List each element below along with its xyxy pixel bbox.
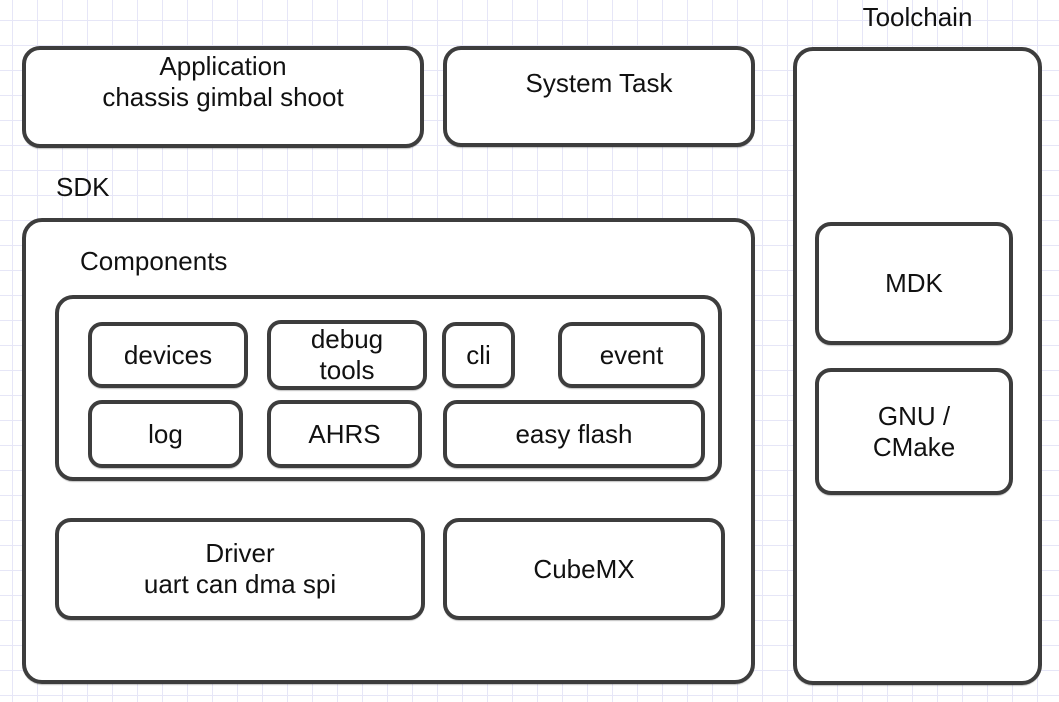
- easy-flash-label: easy flash: [515, 418, 633, 449]
- application-title: Application: [159, 51, 287, 81]
- easy-flash-box: easy flash: [443, 400, 705, 468]
- application-box: Application chassis gimbal shoot: [22, 46, 424, 148]
- driver-box: Driver uart can dma spi: [55, 518, 425, 620]
- event-box: event: [558, 322, 705, 388]
- cmake-label: CMake: [872, 431, 956, 462]
- application-subtitle: chassis gimbal shoot: [102, 82, 344, 112]
- components-label: Components: [80, 246, 228, 276]
- cli-label: cli: [466, 339, 491, 370]
- gnu-label: GNU /: [877, 400, 951, 431]
- debug-tools-label-line1: debug: [310, 324, 384, 354]
- log-box: log: [88, 400, 243, 468]
- mdk-label: MDK: [885, 268, 943, 298]
- gnu-cmake-box: GNU / CMake: [815, 368, 1013, 495]
- toolchain-box: [793, 47, 1042, 685]
- log-label: log: [148, 418, 183, 449]
- cubemx-label: CubeMX: [533, 553, 635, 584]
- toolchain-label: Toolchain: [862, 2, 973, 32]
- debug-tools-box: debug tools: [267, 320, 427, 390]
- cli-box: cli: [442, 322, 515, 388]
- mdk-box: MDK: [815, 222, 1013, 345]
- ahrs-box: AHRS: [267, 400, 422, 468]
- system-task-box: System Task: [443, 46, 755, 147]
- cubemx-box: CubeMX: [443, 518, 725, 620]
- devices-label: devices: [123, 339, 213, 370]
- driver-subtitle: uart can dma spi: [143, 569, 337, 599]
- devices-box: devices: [88, 322, 248, 388]
- ahrs-label: AHRS: [308, 418, 381, 449]
- driver-title: Driver: [205, 538, 275, 568]
- system-task-label: System Task: [525, 68, 673, 98]
- event-label: event: [599, 339, 664, 370]
- debug-tools-label-line2: tools: [319, 355, 375, 385]
- sdk-label: SDK: [56, 172, 110, 202]
